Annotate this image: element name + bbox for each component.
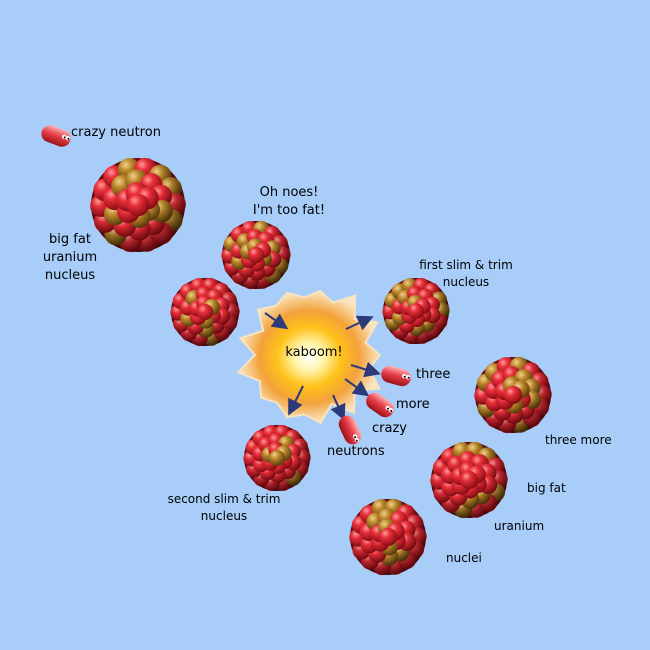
label-more: more	[396, 397, 430, 412]
nucleus-shading	[171, 278, 239, 346]
label-line: uranium	[42, 250, 98, 265]
first-slim-trim-nucleus	[382, 277, 450, 345]
new-uranium-nucleus-3	[349, 498, 427, 576]
incoming-neutron	[41, 125, 71, 147]
label-line: nucleus	[442, 275, 490, 289]
neutron-pupil	[386, 407, 389, 410]
neutron-capsule	[366, 392, 394, 418]
neutron-capsule	[41, 125, 71, 147]
arrow-out-first	[345, 315, 374, 331]
label-line: I'm too fat!	[252, 203, 326, 218]
label-three-more: three more	[545, 433, 612, 447]
label-line: first slim & trim	[419, 258, 513, 272]
label-three: three	[416, 367, 451, 382]
nucleus-shading	[383, 278, 449, 344]
arrow-out-neutron-2	[344, 378, 370, 397]
released-neutron-2	[366, 392, 394, 418]
label-oh-noes: Oh noes! I'm too fat!	[245, 184, 333, 220]
label-crazy: crazy	[372, 421, 407, 436]
new-uranium-nucleus-1	[474, 356, 552, 434]
neutron-pupil	[403, 375, 406, 378]
label-first-slim-trim: first slim & trim nucleus	[410, 257, 522, 291]
released-neutron-3	[338, 415, 362, 445]
too-fat-nucleus	[221, 220, 291, 290]
target-nucleus	[170, 277, 240, 347]
arrows	[264, 312, 381, 421]
label-uranium: uranium	[494, 519, 545, 533]
nucleus-shading	[431, 442, 507, 518]
big-fat-uranium-nucleus	[90, 157, 186, 253]
label-neutrons: neutrons	[327, 444, 385, 459]
nucleus-shading	[350, 499, 426, 575]
label-line: big fat	[49, 232, 91, 247]
neutron-pupil	[354, 436, 357, 439]
arrow-in	[264, 312, 289, 330]
neutron-pupil	[390, 409, 393, 412]
label-line: Oh noes!	[259, 185, 319, 200]
label-second-slim-trim: second slim & trim nucleus	[162, 491, 286, 525]
label-crazy-neutron: crazy neutron	[71, 125, 161, 140]
arrow-out-neutron-1	[350, 361, 381, 378]
label-nuclei: nuclei	[446, 551, 482, 565]
released-neutron-1	[381, 365, 411, 387]
new-uranium-nucleus-2	[430, 441, 508, 519]
arrow-out-neutron-3	[330, 394, 346, 421]
neutron-pupil	[63, 136, 66, 139]
label-line: nucleus	[44, 268, 96, 283]
neutron-pupil	[407, 376, 410, 379]
label-line: second slim & trim	[167, 492, 281, 506]
nucleus-shading	[244, 425, 310, 491]
neutron-pupil	[67, 137, 70, 140]
nucleus-shading	[91, 158, 185, 252]
label-big-fat-uranium-nucleus: big fat uranium nucleus	[38, 231, 102, 285]
nucleus-shading	[475, 357, 551, 433]
label-line: nucleus	[200, 509, 248, 523]
second-slim-trim-nucleus	[243, 424, 311, 492]
label-kaboom: kaboom!	[285, 345, 343, 360]
nucleus-shading	[222, 221, 290, 289]
label-big-fat: big fat	[527, 481, 566, 495]
neutron-capsule	[381, 365, 411, 387]
neutron-pupil	[355, 439, 358, 442]
arrow-out-second	[288, 385, 304, 416]
